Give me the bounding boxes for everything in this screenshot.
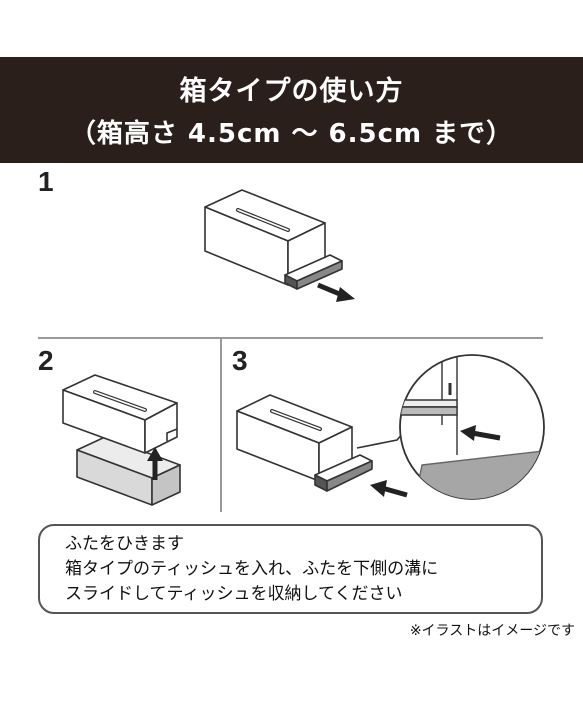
step-number-1: 1 bbox=[38, 166, 54, 197]
instruction-box: ふたをひきます 箱タイプのティッシュを入れ、ふたを下側の溝に スライドしてティッ… bbox=[38, 524, 543, 614]
step-number-2: 2 bbox=[38, 345, 54, 376]
detail-zoom-circle bbox=[399, 354, 545, 500]
up-arrow-icon bbox=[147, 447, 163, 480]
detail-arrow-icon bbox=[460, 425, 501, 441]
step-2-illustration bbox=[62, 374, 181, 506]
instruction-line-1: ふたをひきます bbox=[65, 534, 184, 554]
divider-vertical bbox=[220, 337, 222, 512]
step-number-3: 3 bbox=[232, 345, 248, 376]
instruction-line-3: スライドしてティッシュを収納してください bbox=[65, 584, 403, 604]
page-title: 箱タイプの使い方 bbox=[179, 76, 404, 107]
pull-arrow-icon bbox=[317, 282, 355, 302]
step-1-illustration bbox=[204, 189, 355, 302]
page-subtitle: （箱高さ 4.5cm 〜 6.5cm まで） bbox=[69, 119, 514, 149]
instruction-line-2: 箱タイプのティッシュを入れ、ふたを下側の溝に bbox=[65, 559, 439, 579]
title-banner: 箱タイプの使い方 （箱高さ 4.5cm 〜 6.5cm まで） bbox=[0, 57, 583, 163]
step-3-illustration bbox=[236, 354, 545, 500]
push-arrow-icon bbox=[370, 480, 408, 498]
divider-horizontal bbox=[38, 337, 543, 339]
image-note: ※イラストはイメージです bbox=[409, 623, 575, 639]
